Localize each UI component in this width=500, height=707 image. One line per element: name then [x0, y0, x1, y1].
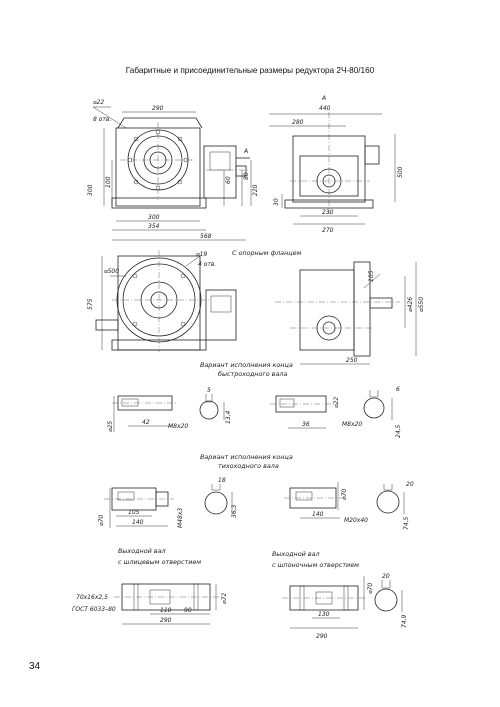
dim-36-3: 36,3: [231, 504, 238, 518]
dim-250: 250: [346, 357, 358, 364]
keyed-output-shaft: ⌀70 130 290 20 74,9: [282, 573, 408, 640]
caption-fast-1: Вариант исполнения конца: [200, 361, 293, 369]
dim-m48x3: М48х3: [177, 508, 184, 528]
dim-280: 280: [292, 119, 304, 126]
dim-290-kw: 290: [316, 633, 328, 640]
dim-6: 6: [396, 386, 400, 393]
dim-440: 440: [319, 105, 331, 112]
dim-290: 290: [152, 105, 164, 112]
dim-d426: ⌀426: [407, 297, 414, 312]
dim-60: 60: [225, 176, 232, 184]
dim-d70-b: ⌀70: [341, 489, 348, 500]
page-title: Габаритные и присоединительные размеры р…: [125, 66, 375, 75]
dim-42: 42: [142, 419, 150, 426]
dim-105-b: 105: [128, 509, 140, 516]
flange-front-view: ⌀19 4 отв. ⌀500 575: [87, 250, 237, 352]
slow-shaft-right: ⌀70 140 М20х40 20 74,5: [284, 481, 414, 530]
spline-output-shaft: 70х16х2,5 ГОСТ 6033–80 110 90 290 ⌀72: [72, 583, 228, 625]
dim-74-5: 74,5: [403, 516, 410, 530]
dim-500: 500: [397, 166, 404, 178]
dim-575: 575: [87, 298, 94, 310]
spline-spec-1: 70х16х2,5: [76, 594, 108, 601]
view-arrow-a: А: [243, 148, 248, 155]
dim-270: 270: [322, 227, 334, 234]
dim-d22-b: ⌀22: [333, 397, 340, 408]
flange-side-view: 105 ⌀426 ⌀550 250: [275, 261, 425, 365]
dim-220: 220: [252, 184, 259, 196]
dim-d25: ⌀25: [107, 421, 114, 432]
dim-290-sp: 290: [160, 617, 172, 624]
view-label-a: А: [321, 95, 326, 102]
dim-d70-a: ⌀70: [98, 515, 105, 526]
dim-24-5: 24,5: [395, 424, 402, 438]
dim-holes: 8 отв.: [93, 116, 111, 123]
caption-slow-2: тихоходного вала: [218, 462, 279, 470]
dim-90: 90: [184, 607, 192, 614]
dim-m8x20-b: М8х20: [342, 421, 362, 428]
dim-20-b: 20: [382, 573, 390, 580]
dim-m20x40: М20х40: [344, 517, 368, 524]
dim-80: 80: [243, 172, 250, 180]
dim-300v: 300: [87, 184, 94, 196]
caption-fast-2: быстроходного вала: [218, 370, 287, 378]
slow-shaft-left: ⌀70 105 140 М48х3 18 36,3: [98, 477, 238, 528]
fast-shaft-left: ⌀25 42 М8х20 5 13,4: [107, 387, 232, 432]
dim-5: 5: [207, 387, 211, 394]
dim-18: 18: [218, 477, 226, 484]
caption-key-2: с шпоночным отверстием: [272, 561, 359, 569]
dim-30: 30: [273, 198, 280, 206]
caption-flange: С опорным фланцем: [232, 249, 302, 257]
spline-spec-2: ГОСТ 6033–80: [72, 606, 116, 613]
caption-spline-1: Выходной вал: [118, 547, 166, 555]
dim-110: 110: [160, 607, 172, 614]
dim-20-a: 20: [406, 481, 414, 488]
front-view: ⌀22 8 отв. 290 300 100 60 80 220 300 354…: [87, 99, 259, 241]
dim-74-9: 74,9: [401, 614, 408, 628]
dim-230: 230: [322, 209, 334, 216]
dim-36: 36: [302, 421, 310, 428]
dim-105: 105: [368, 270, 375, 282]
caption-slow-1: Вариант исполнения конца: [200, 453, 293, 461]
dim-d22: ⌀22: [93, 99, 104, 106]
dim-d500: ⌀500: [104, 268, 119, 275]
fast-shaft-right: ⌀22 36 М8х20 6 24,5: [270, 386, 402, 438]
dim-568: 568: [200, 233, 212, 240]
dim-m8x20-a: М8х20: [168, 423, 188, 430]
caption-key-1: Выходной вал: [272, 550, 320, 558]
dim-holes-4: 4 отв.: [198, 261, 216, 268]
dim-354: 354: [148, 223, 160, 230]
dim-130: 130: [318, 611, 330, 618]
dim-140-a: 140: [132, 519, 144, 526]
dim-300h: 300: [148, 214, 160, 221]
side-view-a: А 440 280 500 30 230 270: [269, 95, 404, 234]
dim-d70-c: ⌀70: [367, 583, 374, 594]
dim-140-b: 140: [312, 511, 324, 518]
caption-spline-2: с шлицевым отверстием: [118, 558, 201, 566]
dim-d72: ⌀72: [221, 593, 228, 604]
dim-d550: ⌀550: [418, 297, 425, 312]
dim-d19: ⌀19: [196, 251, 207, 258]
dim-13-4: 13,4: [225, 410, 232, 424]
page-number: 34: [29, 661, 41, 672]
dim-100: 100: [105, 176, 112, 188]
